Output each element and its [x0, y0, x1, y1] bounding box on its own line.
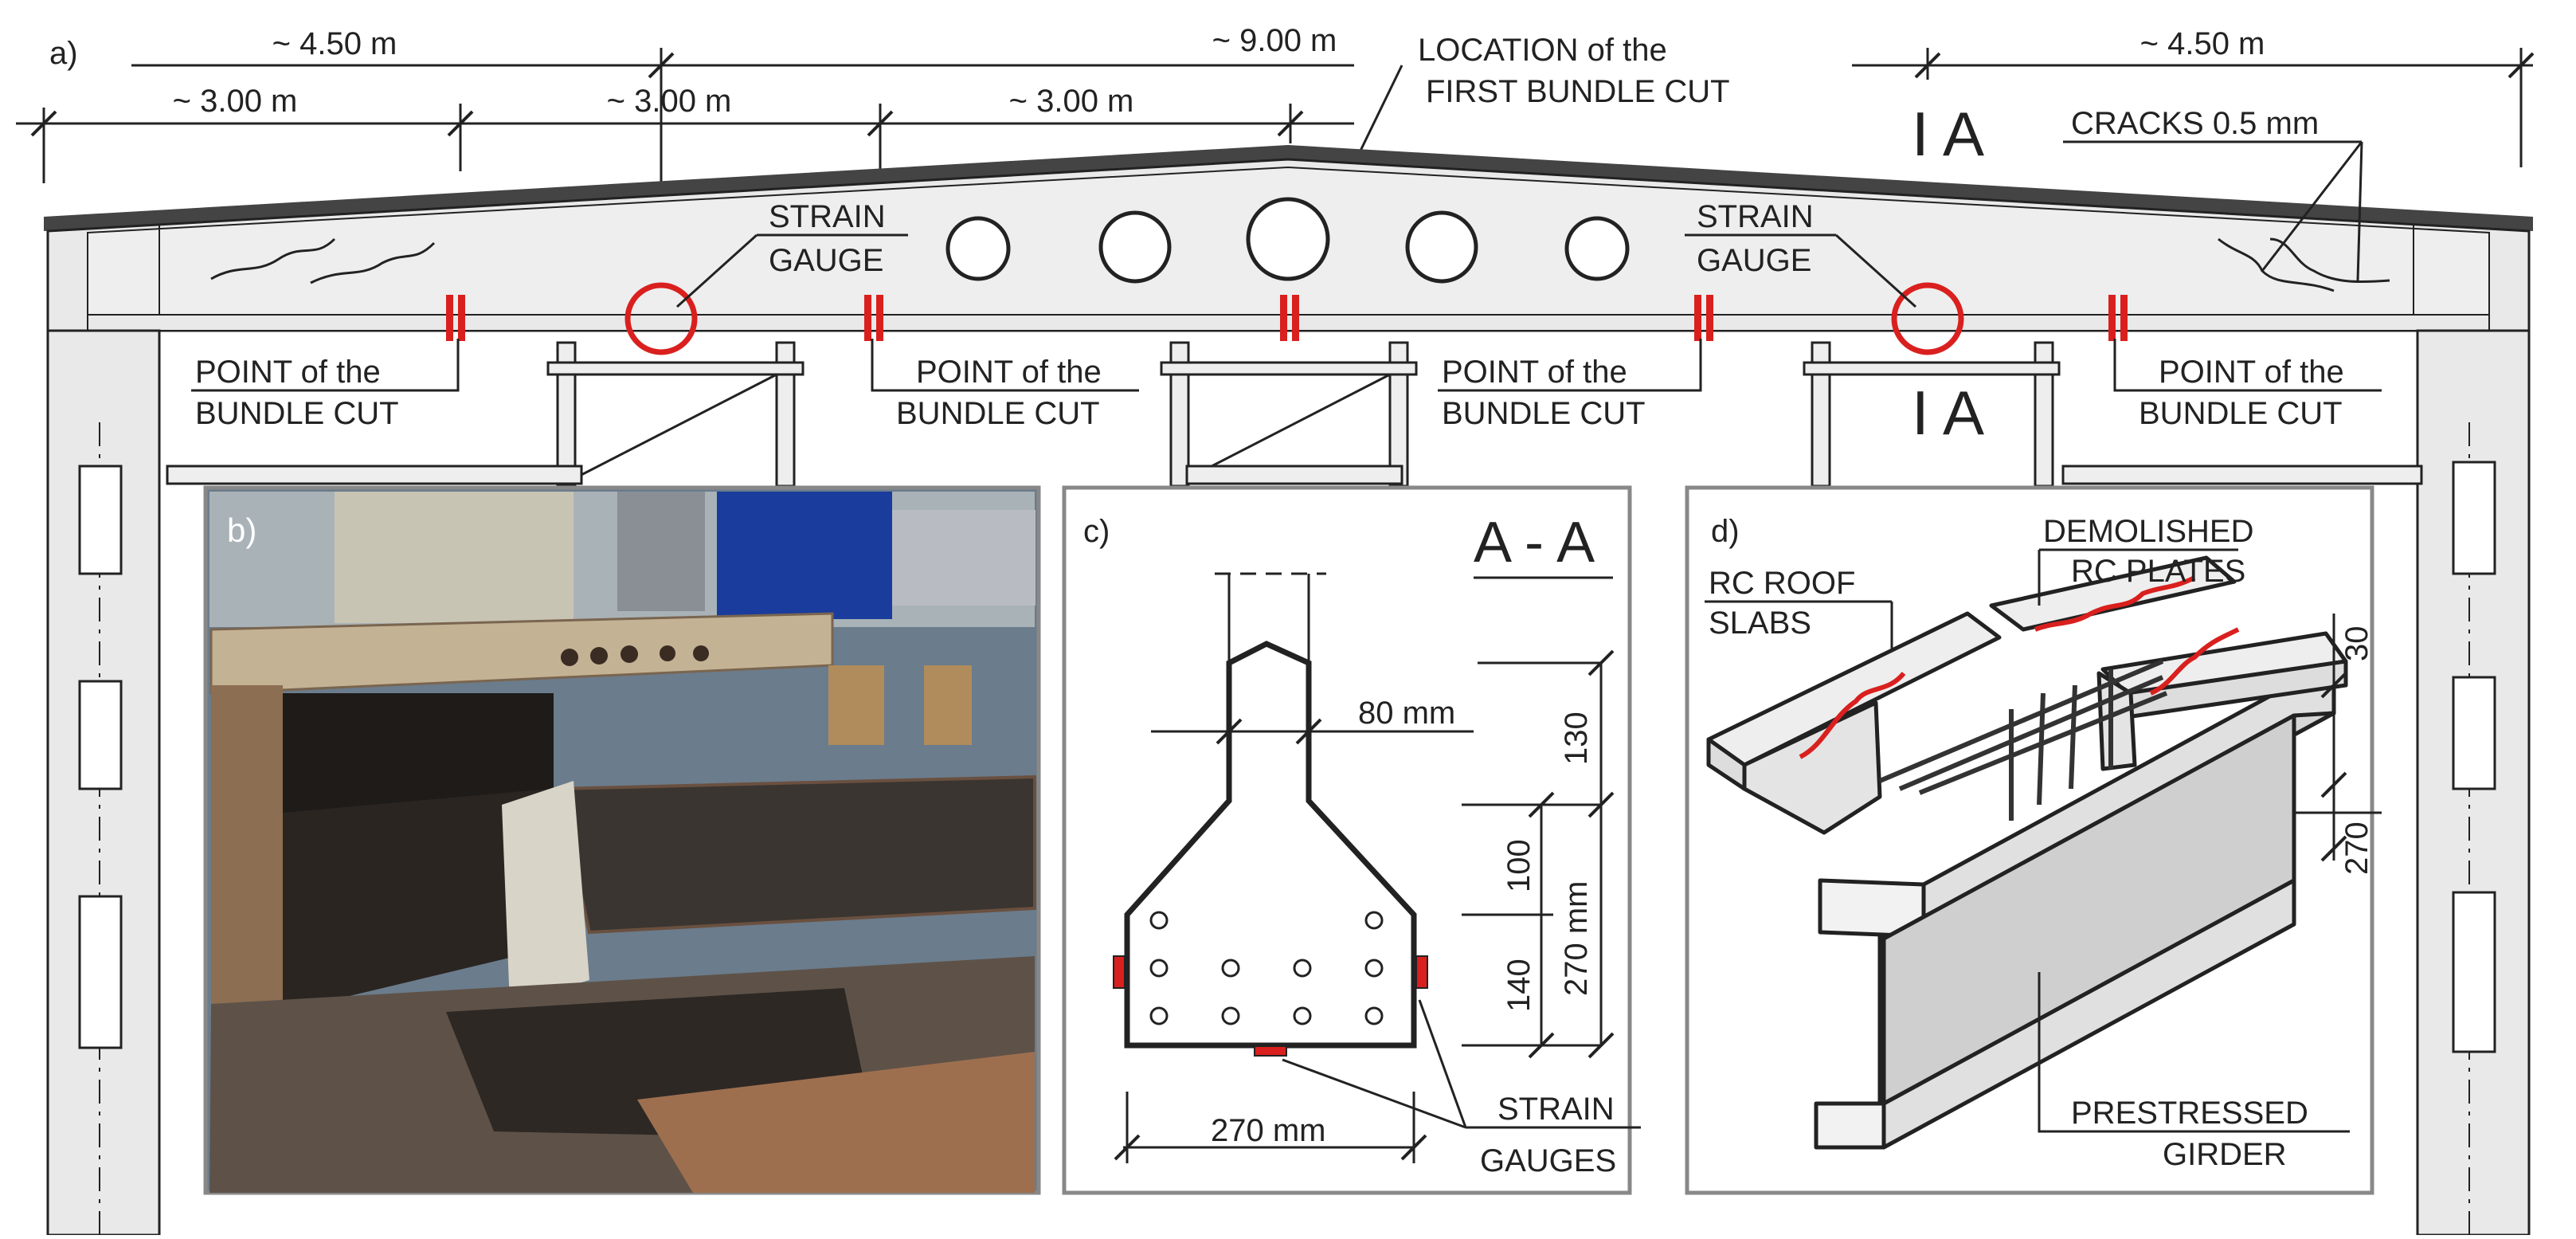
panel-b-label: b) — [227, 512, 256, 549]
strain-gauge-marker-left — [624, 282, 698, 355]
dim-30: 30 — [2339, 626, 2374, 662]
dim-100: 100 — [1501, 839, 1537, 892]
panel-d-label: d) — [1711, 514, 1740, 549]
section-strain-gauges-line1: STRAIN — [1497, 1092, 1615, 1127]
strain-gauge-left-line2: GAUGE — [769, 243, 883, 278]
section-mark-bottom: I A — [1912, 378, 1984, 448]
web-opening — [1098, 210, 1172, 284]
panel-c: c) A - A — [1062, 485, 1641, 1195]
cracks-leader — [2261, 141, 2363, 272]
panel-d-dimension-lines — [2294, 614, 2382, 862]
web-opening — [1564, 216, 1630, 281]
dim-270: 270 — [2339, 821, 2374, 875]
web-opening — [1246, 197, 1330, 281]
dim-height: 270 mm — [1559, 881, 1594, 997]
dim-half-right: ~ 4.50 m — [2140, 26, 2265, 61]
dimension-lines-top — [16, 48, 2535, 215]
section-mark-top: I A — [1912, 99, 1984, 169]
panel-a: a) ~ 4.50 m ~ 9.00 m ~ 4.50 m ~ 3.00 m ~… — [16, 23, 2535, 1237]
bundle-cut-2-line1: POINT of the — [916, 355, 1102, 390]
dim-seg3: ~ 3.00 m — [1009, 84, 1134, 119]
dim-seg2: ~ 3.00 m — [607, 84, 732, 119]
strain-gauge-right-line1: STRAIN — [1697, 199, 1814, 234]
dim-140: 140 — [1501, 959, 1537, 1012]
bundle-cut-2-line2: BUNDLE CUT — [896, 396, 1100, 431]
girder-cross-section — [1124, 572, 1417, 1049]
demolished-line1: DEMOLISHED — [2043, 514, 2254, 549]
rc-roof-slabs — [1706, 555, 2348, 835]
panel-b: b) — [203, 485, 1041, 1195]
rc-roof-line1: RC ROOF — [1709, 566, 1855, 601]
dim-130: 130 — [1559, 712, 1594, 765]
bundle-cut-4-line1: POINT of the — [2159, 355, 2344, 390]
section-dimension-lines — [1114, 649, 1641, 1163]
dim-seg1: ~ 3.00 m — [173, 84, 298, 119]
section-strain-gauges — [1113, 955, 1428, 1057]
crack-line — [2218, 237, 2390, 292]
crack-line — [310, 241, 436, 284]
panel-a-label: a) — [49, 36, 78, 71]
blue-building — [717, 492, 892, 619]
strain-gauge-marker-right — [1891, 282, 1964, 355]
location-first-cut-line1: LOCATION of the — [1418, 33, 1667, 68]
crack-line — [210, 237, 336, 280]
prestressed-line1: PRESTRESSED — [2071, 1096, 2308, 1131]
section-strain-gauges-line2: GAUGES — [1480, 1143, 1616, 1178]
exposed-rebars — [1878, 659, 2168, 821]
temporary-props — [166, 341, 2423, 488]
prestressed-line2: GIRDER — [2163, 1137, 2287, 1172]
column-right — [2416, 329, 2531, 1237]
bundle-cut-1-line1: POINT of the — [195, 355, 381, 390]
panel-c-title: A - A — [1474, 511, 1595, 574]
dim-half-left: ~ 4.50 m — [272, 26, 397, 61]
location-first-cut-line2: FIRST BUNDLE CUT — [1426, 74, 1730, 109]
rc-roof-line2: SLABS — [1709, 606, 1811, 641]
bundle-cut-markers — [446, 295, 2128, 341]
dim-top-width: 80 mm — [1358, 696, 1455, 731]
panel-d: d) — [1685, 485, 2382, 1195]
demolished-edges — [1799, 575, 2240, 759]
cracks-label: CRACKS 0.5 mm — [2071, 106, 2319, 141]
bundle-cut-1-line2: BUNDLE CUT — [195, 396, 399, 431]
demolished-line2: RC PLATES — [2071, 554, 2245, 589]
bundle-cut-3-line1: POINT of the — [1442, 355, 1627, 390]
dim-full: ~ 9.00 m — [1212, 23, 1337, 58]
strain-gauge-right-line2: GAUGE — [1697, 243, 1811, 278]
girder-elevation — [44, 145, 2533, 332]
strain-gauge-left-line1: STRAIN — [769, 199, 886, 234]
column-left — [46, 329, 161, 1237]
tendon-strands — [1149, 911, 1384, 1025]
dim-bottom-width: 270 mm — [1211, 1113, 1326, 1148]
bundle-cut-3-line2: BUNDLE CUT — [1442, 396, 1646, 431]
prestressed-girder-3d — [1814, 659, 2336, 1150]
web-opening — [1405, 210, 1478, 284]
panel-c-label: c) — [1083, 514, 1110, 549]
bundle-cut-4-line2: BUNDLE CUT — [2139, 396, 2343, 431]
web-opening — [945, 216, 1011, 281]
